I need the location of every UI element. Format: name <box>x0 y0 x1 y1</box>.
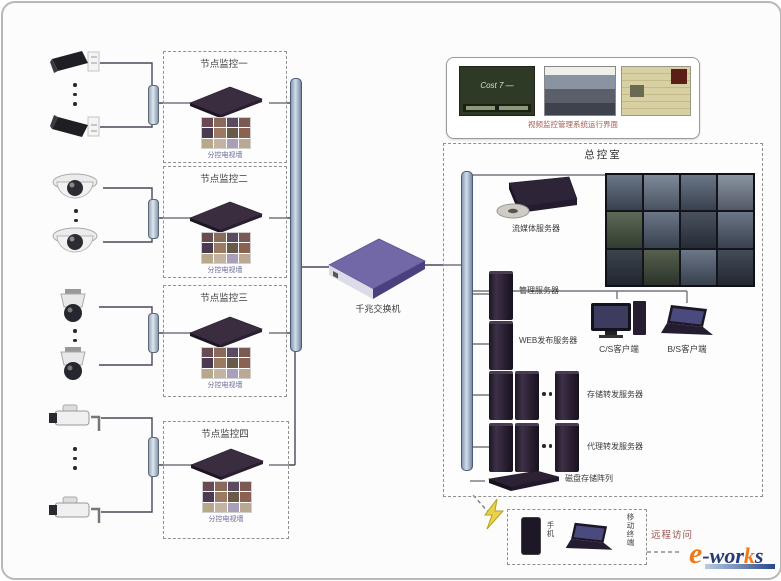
switch-label: 千兆交换机 <box>355 304 401 314</box>
logo-k: k <box>743 543 755 568</box>
video-thumbnails <box>201 117 251 149</box>
media-server-icon <box>491 173 581 223</box>
connection-lines <box>99 62 688 553</box>
server-tower <box>489 321 513 370</box>
speed-dome-camera-icon <box>51 289 95 325</box>
node-box-4-title: 节点监控四 <box>201 429 249 440</box>
ptz-camera-icon <box>47 401 103 437</box>
node-box-2-caption: 分控电视墙 <box>207 267 243 274</box>
client-laptop-icon <box>657 303 719 343</box>
media-server-label: 流媒体服务器 <box>512 224 560 233</box>
server-tower <box>515 371 539 420</box>
node-box-4-caption: 分控电视墙 <box>208 516 244 523</box>
panel-caption: 视频监控管理系统运行界面 <box>528 120 618 129</box>
server-tower <box>555 371 579 420</box>
media-converter <box>148 199 159 239</box>
screen1-text: Cost 7 — <box>480 81 514 90</box>
ellipsis-dots <box>74 209 78 222</box>
software-screenshot-1: Cost 7 — <box>459 66 535 116</box>
server-tower <box>489 271 513 320</box>
remote-access-label: 远程访问 <box>651 530 694 541</box>
server-tower <box>555 423 579 472</box>
disk-array-icon <box>485 467 563 493</box>
server-group1-label: 存储转发服务器 <box>587 390 643 399</box>
logo-s: s <box>754 543 764 568</box>
disk-array-label: 磁盘存储阵列 <box>565 474 613 483</box>
video-thumbnails <box>201 232 251 264</box>
server-tower <box>489 423 513 472</box>
media-converter <box>148 313 159 353</box>
phone-label: 手机 <box>546 521 555 538</box>
server1-label: 管理服务器 <box>519 286 559 295</box>
screen1-toolbar <box>463 104 531 112</box>
control-room-bus-bar <box>461 171 473 471</box>
logo-e: e <box>689 537 703 570</box>
bullet-camera-icon <box>48 111 100 139</box>
client-pc-icon <box>591 299 649 343</box>
node-box-1-title: 节点监控一 <box>200 59 248 70</box>
eworks-logo[interactable]: e-works <box>689 537 775 573</box>
phone-icon <box>521 517 541 555</box>
logo-wor: -wor <box>702 543 744 568</box>
dome-camera-icon <box>49 171 101 205</box>
mobile-terminal-label: 移动终端 <box>626 513 635 547</box>
server2-label: WEB发布服务器 <box>519 336 578 345</box>
node-box-1-caption: 分控电视墙 <box>207 152 243 159</box>
client-laptop-label: B/S客户端 <box>667 344 707 354</box>
media-converter <box>148 437 159 477</box>
nvr-device-icon <box>188 313 264 349</box>
bullet-camera-icon <box>48 49 100 77</box>
node-box-2-title: 节点监控二 <box>200 174 248 185</box>
nvr-device-icon <box>188 83 264 119</box>
remote-laptop-icon <box>561 521 619 557</box>
server-tower <box>515 423 539 472</box>
server-tower <box>489 371 513 420</box>
ellipsis-dots <box>73 83 77 106</box>
fiber-bus-bar <box>290 78 302 352</box>
speed-dome-camera-icon <box>51 347 95 383</box>
ellipsis-dots <box>73 329 77 342</box>
control-room-title: 总控室 <box>584 149 622 161</box>
client-pc-label: C/S客户端 <box>599 344 639 354</box>
nvr-device-icon <box>188 198 264 234</box>
node-box-4 <box>163 421 289 539</box>
nvr-device-icon <box>189 445 265 481</box>
tv-wall <box>605 173 755 287</box>
node-box-3-title: 节点监控三 <box>200 293 248 304</box>
server-group2-label: 代理转发服务器 <box>587 442 643 451</box>
ellipsis-dots <box>73 447 77 470</box>
media-converter <box>148 85 159 125</box>
node-box-3-caption: 分控电视墙 <box>207 382 243 389</box>
software-screenshot-3 <box>621 66 691 116</box>
logo-underline <box>705 564 775 569</box>
lightning-icon <box>481 499 507 531</box>
video-thumbnails <box>201 347 251 379</box>
gigabit-switch-icon <box>321 231 431 303</box>
software-screenshot-2 <box>544 66 616 116</box>
ptz-camera-icon <box>47 493 103 529</box>
video-thumbnails <box>202 481 252 513</box>
dome-camera-icon <box>49 225 101 259</box>
